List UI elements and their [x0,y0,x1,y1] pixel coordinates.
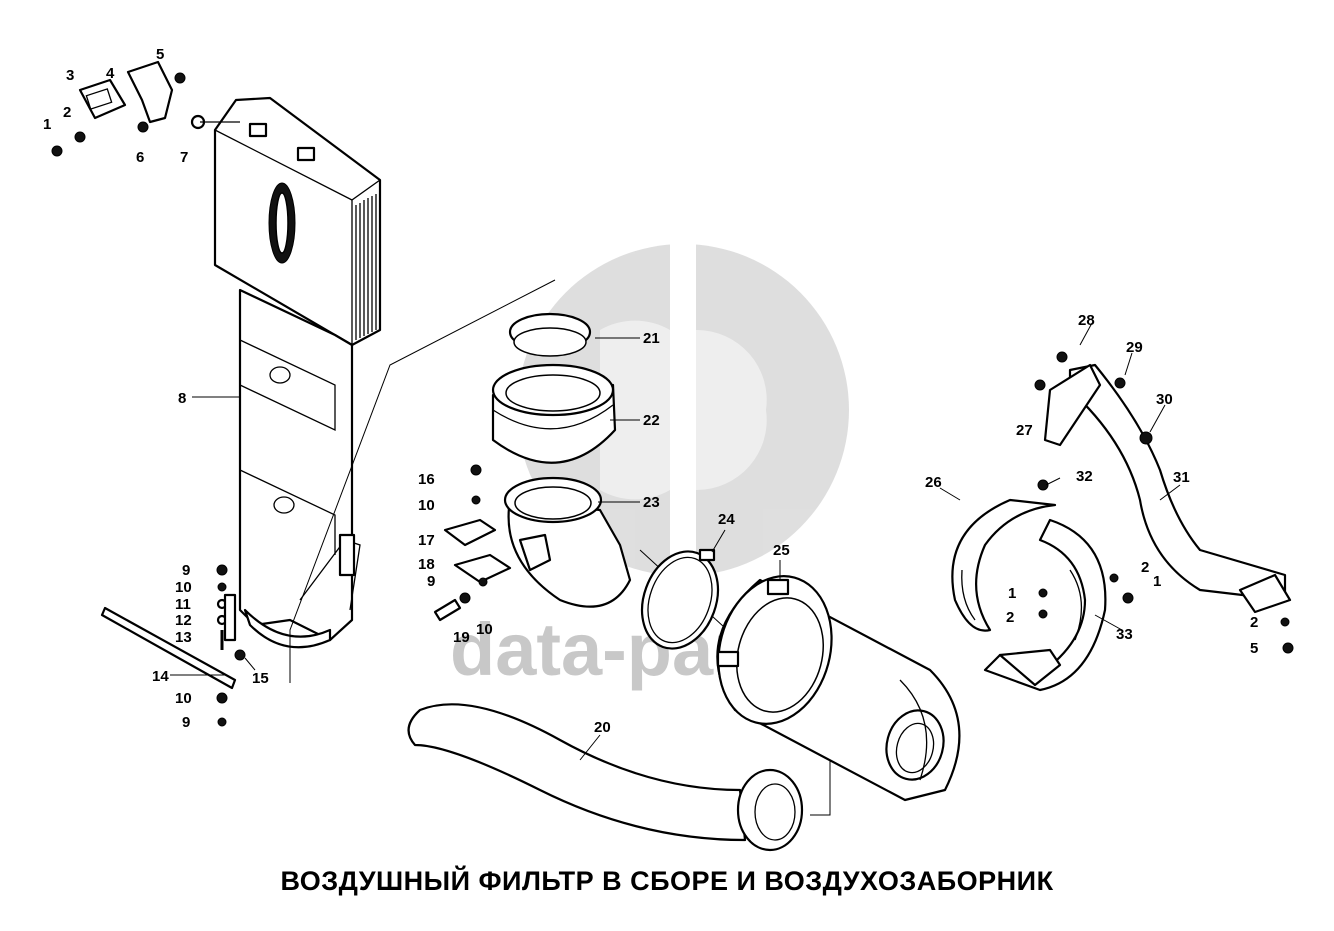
filter-housing-part-22 [491,363,617,464]
callout-28: 28 [1078,312,1095,329]
callout-19: 19 [453,629,470,646]
watermark-logo [517,244,849,576]
callout-14: 14 [152,668,169,685]
callout-5: 5 [1250,640,1258,657]
callout-26: 26 [925,474,942,491]
callout-7: 7 [180,149,188,166]
callout-10: 10 [175,579,192,596]
callout-18: 18 [418,556,435,573]
air-filter-body-part-25 [716,575,961,802]
callout-12: 12 [175,612,192,629]
intake-hose-part-20 [407,703,804,852]
callout-4: 4 [106,65,115,82]
callout-3: 3 [66,67,74,84]
callout-9: 9 [427,573,435,590]
callout-16: 16 [418,471,435,488]
mounting-band-part-33 [983,518,1107,692]
callout-2: 2 [63,104,71,121]
support-arm-part-31 [1034,351,1294,654]
callout-1: 1 [1008,585,1016,602]
callout-33: 33 [1116,626,1133,643]
callout-10: 10 [175,690,192,707]
callout-1: 1 [1153,573,1161,590]
callout-21: 21 [643,330,660,347]
callout-23: 23 [643,494,660,511]
callout-17: 17 [418,532,435,549]
clamp-part-21 [508,312,592,357]
callout-30: 30 [1156,391,1173,408]
bracket-hardware-16-19 [433,464,512,622]
hose-clamp-part-24 [640,548,720,650]
callout-11: 11 [175,596,191,613]
callout-6: 6 [136,149,144,166]
hardware-stack-left [100,564,246,727]
leader-lines [170,322,1181,761]
callout-22: 22 [643,412,660,429]
callout-2: 2 [1141,559,1149,576]
callout-29: 29 [1126,339,1143,356]
callout-10: 10 [418,497,435,514]
callout-10: 10 [476,621,493,638]
callout-2: 2 [1006,609,1014,626]
callout-13: 13 [175,629,192,646]
callout-27: 27 [1016,422,1033,439]
callout-15: 15 [252,670,269,687]
callout-1: 1 [43,116,51,133]
air-intake-part-8 [213,96,382,649]
callout-5: 5 [156,46,164,63]
callout-31: 31 [1173,469,1190,486]
callout-9: 9 [182,562,190,579]
callout-8: 8 [178,390,186,407]
callout-20: 20 [594,719,611,736]
callout-labels: 1 2 3 4 5 6 7 8 9 10 11 12 13 14 10 9 15… [43,46,1258,736]
callout-9: 9 [182,714,190,731]
diagram-caption: ВОЗДУШНЫЙ ФИЛЬТР В СБОРЕ И ВОЗДУХОЗАБОРН… [280,866,1054,896]
mount-bracket-part-3-4 [51,60,240,157]
callout-24: 24 [718,511,735,528]
mounting-band-part-26 [951,498,1057,632]
callout-32: 32 [1076,468,1093,485]
callout-2: 2 [1250,614,1258,631]
elbow-part-23 [503,476,632,608]
callout-25: 25 [773,542,790,559]
